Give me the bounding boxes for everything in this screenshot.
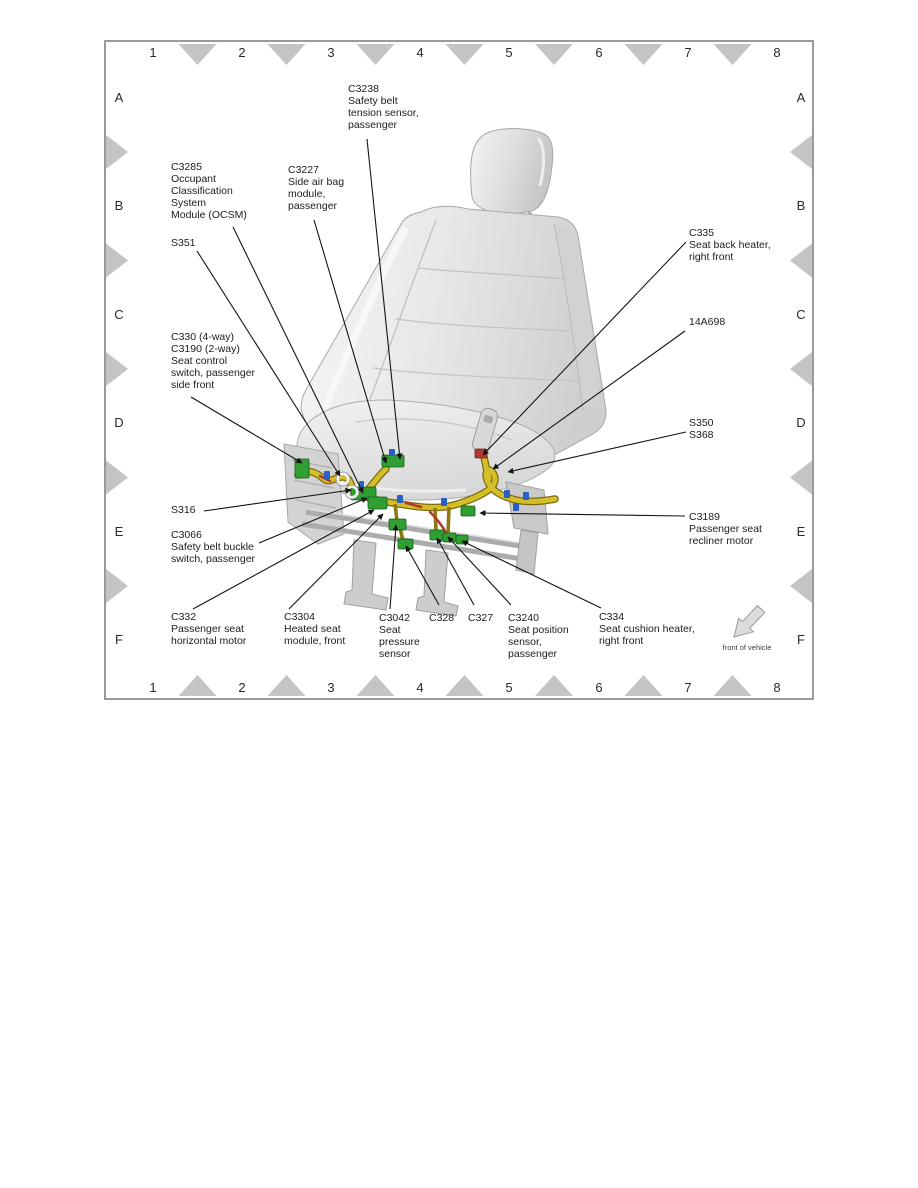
callout-c330-c3190: C330 (4-way) C3190 (2-way) Seat control … — [171, 331, 256, 391]
grid-col-6-top: 6 — [595, 45, 603, 60]
callout-c334: C334 Seat cushion heater, right front — [599, 611, 695, 647]
diagram-frame: 1 2 3 4 5 6 7 8 1 2 3 4 5 6 7 8 A B C D … — [104, 40, 814, 700]
harness-clips — [324, 449, 529, 511]
headrest — [470, 128, 554, 215]
grid-col-5-bottom: 5 — [505, 680, 513, 695]
grid-col-2-bottom: 2 — [238, 680, 246, 695]
grid-row-c-left: C — [114, 307, 124, 322]
grid-col-4-top: 4 — [416, 45, 424, 60]
seat-diagram-art — [106, 44, 812, 696]
grid-col-3-top: 3 — [327, 45, 335, 60]
grid-row-d-left: D — [114, 415, 124, 430]
grid-row-b-left: B — [114, 198, 124, 213]
callout-c327: C327 — [468, 612, 494, 624]
callout-leader-lines — [190, 138, 687, 610]
grid-row-e-left: E — [114, 524, 124, 539]
grid-col-3-bottom: 3 — [327, 680, 335, 695]
callout-c328: C328 — [429, 612, 455, 624]
grid-col-7-top: 7 — [684, 45, 692, 60]
front-of-vehicle-caption: front of vehicle — [722, 643, 772, 652]
grid-col-8-top: 8 — [773, 45, 781, 60]
front-of-vehicle-arrow — [733, 604, 766, 638]
grid-col-5-top: 5 — [505, 45, 513, 60]
callout-c3227: C3227 Side air bag module, passenger — [288, 164, 345, 212]
callout-14a698: 14A698 — [689, 316, 726, 328]
grid-row-d-right: D — [796, 415, 806, 430]
grid-col-1-top: 1 — [149, 45, 157, 60]
grid-col-6-bottom: 6 — [595, 680, 603, 695]
callout-s350-s368: S350 S368 — [689, 417, 714, 441]
callout-c3285: C3285 Occupant Classification System Mod… — [171, 161, 247, 221]
callout-c3189: C3189 Passenger seat recliner motor — [689, 511, 762, 547]
grid-row-f-left: F — [115, 632, 123, 647]
grid-col-7-bottom: 7 — [684, 680, 692, 695]
grid-col-8-bottom: 8 — [773, 680, 781, 695]
callout-c332: C332 Passenger seat horizontal motor — [171, 611, 247, 647]
callout-c335: C335 Seat back heater, right front — [689, 227, 771, 263]
grid-row-a-left: A — [114, 90, 124, 105]
connector-c335-target — [474, 448, 488, 459]
callout-c3066: C3066 Safety belt buckle switch, passeng… — [171, 529, 256, 565]
grid-row-e-right: E — [796, 524, 806, 539]
grid-row-f-right: F — [797, 632, 805, 647]
grid-row-a-right: A — [796, 90, 806, 105]
grid-col-1-bottom: 1 — [149, 680, 157, 695]
grid-col-2-top: 2 — [238, 45, 246, 60]
callout-s316: S316 — [171, 504, 196, 516]
callout-s351: S351 — [171, 237, 196, 249]
grid-col-4-bottom: 4 — [416, 680, 424, 695]
grid-tick-triangles — [106, 44, 812, 696]
grid-row-b-right: B — [796, 198, 806, 213]
callout-c3238: C3238 Safety belt tension sensor, passen… — [348, 83, 419, 131]
grid-row-c-right: C — [796, 307, 806, 322]
callout-c3304: C3304 Heated seat module, front — [284, 611, 346, 647]
callout-c3042: C3042 Seat pressure sensor — [379, 612, 420, 660]
callout-c3240: C3240 Seat position sensor, passenger — [508, 612, 569, 660]
